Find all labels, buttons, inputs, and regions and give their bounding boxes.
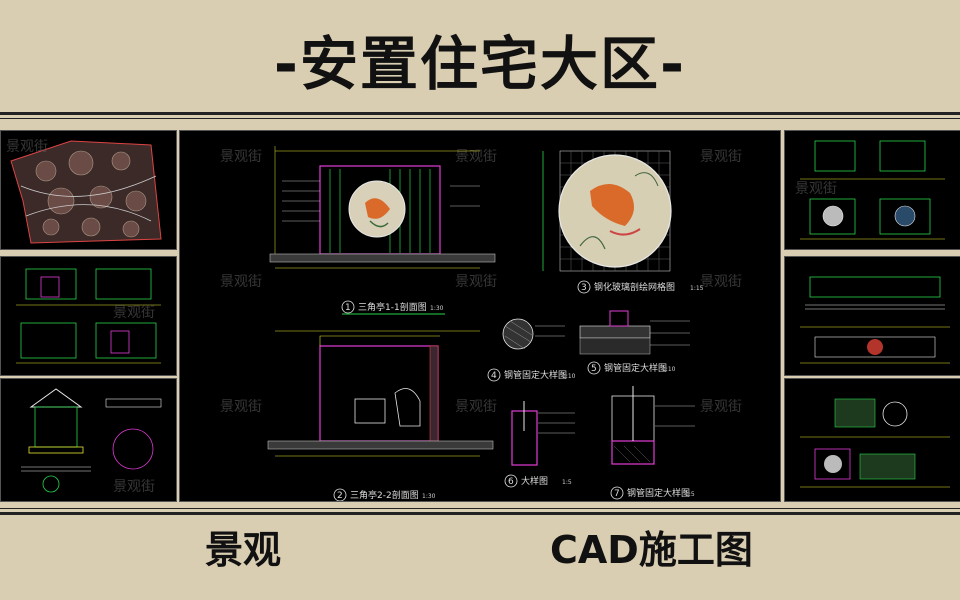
svg-text:景观街: 景观街 [220, 149, 262, 165]
thumbnail-elevations: 景观街 [0, 256, 177, 376]
svg-text:景观街: 景观街 [455, 149, 497, 165]
drawing-label-1: 1 三角亭1-1剖面图 1:30 [341, 300, 445, 315]
svg-text:7: 7 [614, 489, 620, 499]
svg-text:1:5: 1:5 [562, 479, 572, 486]
detail-7-drawing [611, 386, 695, 465]
drawing-label-2: 2 三角亭2-2剖面图 1:30 [333, 488, 436, 501]
svg-text:三角亭1-1剖面图: 三角亭1-1剖面图 [358, 301, 427, 313]
svg-text:5: 5 [591, 364, 597, 374]
svg-text:三角亭2-2剖面图: 三角亭2-2剖面图 [350, 489, 419, 501]
caption-right: CAD施工图 [550, 528, 753, 572]
detail-4-drawing [502, 318, 565, 350]
drawing-label-6: 6 大样图 1:5 [504, 474, 572, 488]
svg-text:景观街: 景观街 [220, 274, 262, 290]
svg-text:2: 2 [337, 491, 343, 501]
svg-text:钢管固定大样图: 钢管固定大样图 [627, 487, 690, 499]
svg-text:6: 6 [508, 477, 514, 487]
svg-text:大样图: 大样图 [521, 475, 548, 487]
svg-text:1:10: 1:10 [662, 366, 676, 373]
detail-6-drawing [511, 401, 575, 466]
svg-text:1:30: 1:30 [422, 493, 436, 500]
thumbnail-site-plan: 景观街 [0, 130, 177, 250]
caption-left: 景观 [205, 528, 282, 572]
svg-text:钢化玻璃剖绘网格图: 钢化玻璃剖绘网格图 [594, 281, 675, 293]
detail-5-drawing [579, 310, 690, 355]
thumbnail-right-middle [784, 256, 960, 376]
section-2-drawing [267, 330, 494, 457]
svg-text:1:5: 1:5 [685, 491, 695, 498]
svg-text:1:10: 1:10 [562, 373, 576, 380]
svg-text:景观街: 景观街 [455, 399, 497, 415]
svg-text:钢管固定大样图: 钢管固定大样图 [504, 369, 567, 381]
top-divider-thick [0, 112, 960, 115]
section-1-drawing [269, 146, 496, 269]
main-cad-drawing: 景观街 景观街 景观街 景观街 景观街 景观街 景观街 景观街 景观街 [179, 130, 781, 502]
svg-text:1:15: 1:15 [690, 285, 704, 292]
svg-text:1: 1 [345, 303, 351, 313]
svg-text:景观街: 景观街 [220, 399, 262, 415]
svg-text:1:30: 1:30 [430, 305, 444, 312]
drawing-label-3: 3 钢化玻璃剖绘网格图 1:15 [577, 280, 704, 294]
watermark-text: 景观街 [6, 139, 48, 155]
svg-text:景观街: 景观街 [113, 305, 155, 321]
svg-text:4: 4 [491, 371, 497, 381]
svg-text:景观街: 景观街 [113, 479, 155, 495]
svg-text:3: 3 [581, 283, 587, 293]
top-divider-thin [0, 118, 960, 119]
thumbnail-right-bottom [784, 378, 960, 502]
glass-grid-drawing [542, 150, 672, 272]
thumbnail-right-top: 景观街 [784, 130, 960, 250]
thumbnail-pavilion: 景观街 [0, 378, 177, 502]
drawing-label-5: 5 钢管固定大样图 1:10 [587, 361, 676, 375]
page-title: -安置住宅大区- [273, 30, 687, 98]
svg-text:景观街: 景观街 [455, 274, 497, 290]
svg-text:景观街: 景观街 [700, 149, 742, 165]
svg-text:钢管固定大样图: 钢管固定大样图 [604, 362, 667, 374]
bottom-divider-thick [0, 512, 960, 515]
bottom-divider-thin [0, 508, 960, 509]
drawing-label-4: 4 钢管固定大样图 1:10 [487, 368, 576, 382]
svg-text:景观街: 景观街 [700, 274, 742, 290]
drawing-label-7: 7 钢管固定大样图 1:5 [610, 486, 695, 500]
svg-text:景观街: 景观街 [795, 181, 837, 197]
svg-text:景观街: 景观街 [700, 399, 742, 415]
